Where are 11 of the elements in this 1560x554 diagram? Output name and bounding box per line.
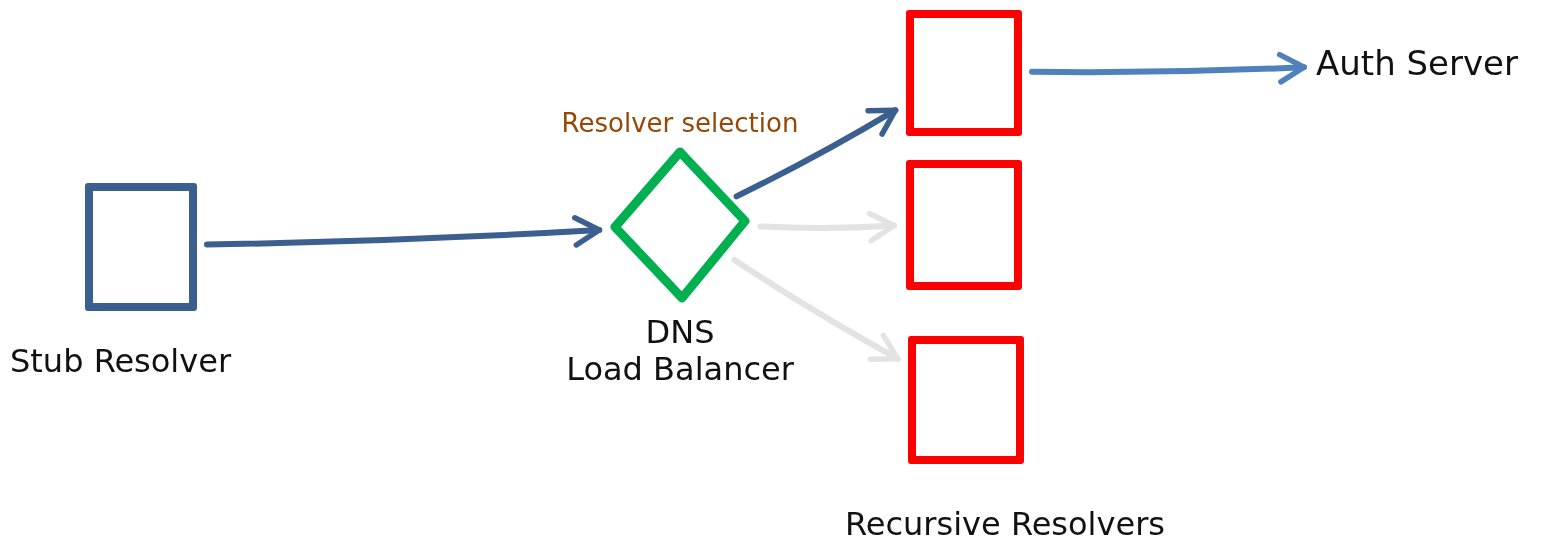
group-label: Recursive Resolvers [845, 505, 1165, 543]
node-label: Load Balancer [566, 350, 794, 388]
arrow [204, 215, 603, 248]
node-label: Stub Resolver [10, 343, 232, 380]
annotation-text: Resolver selection [561, 108, 799, 138]
arrow [733, 107, 899, 200]
node-label: DNS [645, 314, 715, 351]
arrow [731, 257, 901, 362]
arrow [757, 210, 897, 244]
node-label: Auth Server [1316, 44, 1518, 84]
arrow [1029, 51, 1307, 85]
